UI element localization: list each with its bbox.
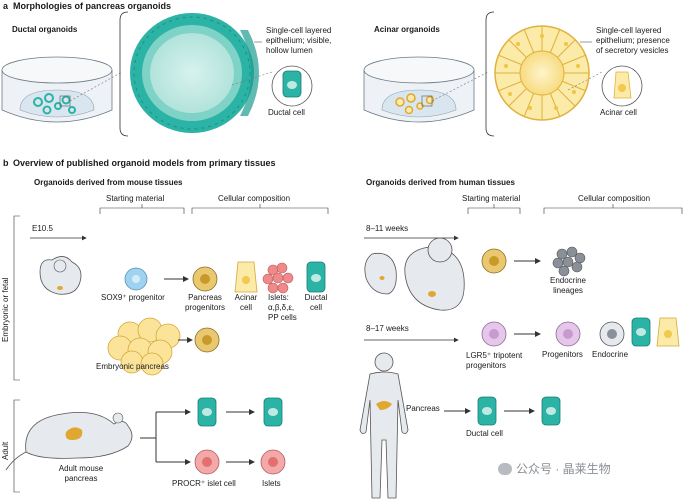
islets-label-1: Islets:	[268, 293, 289, 302]
procr-label: PROCR⁺ islet cell	[172, 479, 236, 488]
adult-ductal-cell	[197, 397, 217, 427]
acinar-dish	[363, 56, 475, 123]
watermark: 公众号 · 晶莱生物	[498, 462, 611, 476]
acinar-callout-line-2: epithelium; presence	[596, 36, 670, 45]
human-timepoint-2: 8–17 weeks	[366, 324, 409, 333]
mouse-col-cellular: Cellular composition	[218, 194, 291, 203]
human-timepoint-1: 8–11 weeks	[366, 224, 409, 233]
human-progenitors-cell	[555, 321, 581, 347]
acinar-cell-icon	[601, 65, 643, 107]
ductal-callout-line-2: epithelium; visible,	[266, 36, 332, 45]
row-label-embryonic: Embryonic or fetal	[1, 277, 10, 342]
wechat-icon	[498, 463, 512, 475]
endocrine-label: Endocrine	[592, 350, 629, 359]
islet-cluster	[262, 262, 294, 294]
embryonic-pancreas-cluster	[107, 317, 181, 376]
human-col-cellular: Cellular composition	[578, 194, 651, 203]
acinar-cell-label: Acinar cell	[600, 108, 637, 117]
endocrine-lineages-label-1: Endocrine	[549, 276, 587, 285]
adult-mouse-pancreas-label-1: Adult mouse	[58, 464, 104, 473]
section-b-title: Overview of published organoid models fr…	[13, 158, 276, 168]
ductal-cell-icon	[271, 65, 313, 107]
lgr5-label-1: LGR5⁺ tripotent	[466, 351, 523, 360]
ductal-callout-line-1: Single-cell layered	[266, 26, 332, 35]
acinar-cell	[234, 261, 258, 293]
human-endocrine-cell	[599, 321, 625, 347]
lgr5-progenitor-cell	[481, 321, 507, 347]
ductal-cell-mouse	[306, 261, 326, 293]
pancreas-progenitors-label-2: progenitors	[184, 303, 226, 312]
dish-acinar-organoids	[395, 93, 435, 115]
ductal-callout-line-3: hollow lumen	[266, 46, 313, 55]
acinar-callout-line-3: of secretory vesicles	[596, 46, 669, 55]
embryonic-progenitor-cell	[194, 327, 220, 353]
procr-islet-cell	[194, 449, 220, 475]
endocrine-lineage-cluster	[552, 246, 586, 277]
section-a-title: Morphologies of pancreas organoids	[13, 1, 172, 11]
ductal-cell-label: Ductal cell	[268, 108, 305, 117]
human-adult-ductal-organoid-cell	[541, 396, 561, 426]
acinar-callout-line-1: Single-cell layered	[596, 26, 662, 35]
ductal-organoid-large	[130, 13, 259, 133]
mouse-timepoint: E10.5	[32, 224, 53, 233]
endocrine-lineages-label-2: lineages	[553, 286, 583, 295]
human-ductal-cell-composition	[631, 317, 651, 347]
adult-islet-cell	[260, 449, 286, 475]
acinar-organoids-label: Acinar organoids	[374, 25, 440, 34]
acinar-bracket	[485, 11, 495, 137]
section-b-letter: b	[3, 158, 9, 168]
islets-label-3: PP cells	[268, 313, 297, 322]
islets-label-2: α,β,δ,ε,	[268, 303, 295, 312]
adult-mouse	[5, 411, 133, 471]
human-col-starting: Starting material	[462, 194, 521, 203]
human-pancreas-label: Pancreas	[406, 404, 440, 413]
human-progenitor-cell	[481, 248, 507, 274]
section-a-letter: a	[3, 1, 9, 11]
acinar-cell-label-2: cell	[239, 303, 252, 312]
mouse-embryo	[39, 256, 82, 295]
human-heading: Organoids derived from human tissues	[366, 178, 515, 187]
watermark-text: 公众号 · 晶莱生物	[516, 462, 611, 476]
pancreas-progenitor-cell	[192, 266, 218, 292]
mouse-heading: Organoids derived from mouse tissues	[34, 178, 183, 187]
human-fetus	[364, 237, 465, 311]
embryonic-pancreas-label: Embryonic pancreas	[96, 362, 169, 371]
row-label-adult: Adult	[1, 441, 10, 460]
ductal-organoids-label: Ductal organoids	[12, 25, 78, 34]
ductal-dish	[1, 56, 113, 123]
human-ductal-cell-label: Ductal cell	[466, 429, 503, 438]
ductal-cell-label-2: cell	[309, 303, 322, 312]
lgr5-label-2: progenitors	[466, 361, 507, 370]
human-adult-ductal-cell	[477, 396, 497, 426]
pancreas-progenitors-label-1: Pancreas	[188, 293, 222, 302]
progenitors-label: Progenitors	[542, 350, 583, 359]
sox9-progenitor-cell	[124, 267, 148, 291]
acinar-organoid-large	[494, 25, 590, 121]
ductal-bracket	[119, 11, 129, 137]
adult-mouse-pancreas-label-2: pancreas	[64, 474, 98, 483]
islets-adult-label: Islets	[262, 479, 281, 488]
ductal-cell-label-1: Ductal	[304, 293, 328, 302]
human-acinar-cell-composition	[656, 317, 680, 347]
acinar-cell-label-1: Acinar	[234, 293, 258, 302]
sox9-label: SOX9⁺ progenitor	[101, 293, 165, 302]
adult-ductal-organoid-cell	[263, 397, 283, 427]
adult-human-figure	[359, 352, 409, 499]
mouse-col-starting: Starting material	[106, 194, 165, 203]
